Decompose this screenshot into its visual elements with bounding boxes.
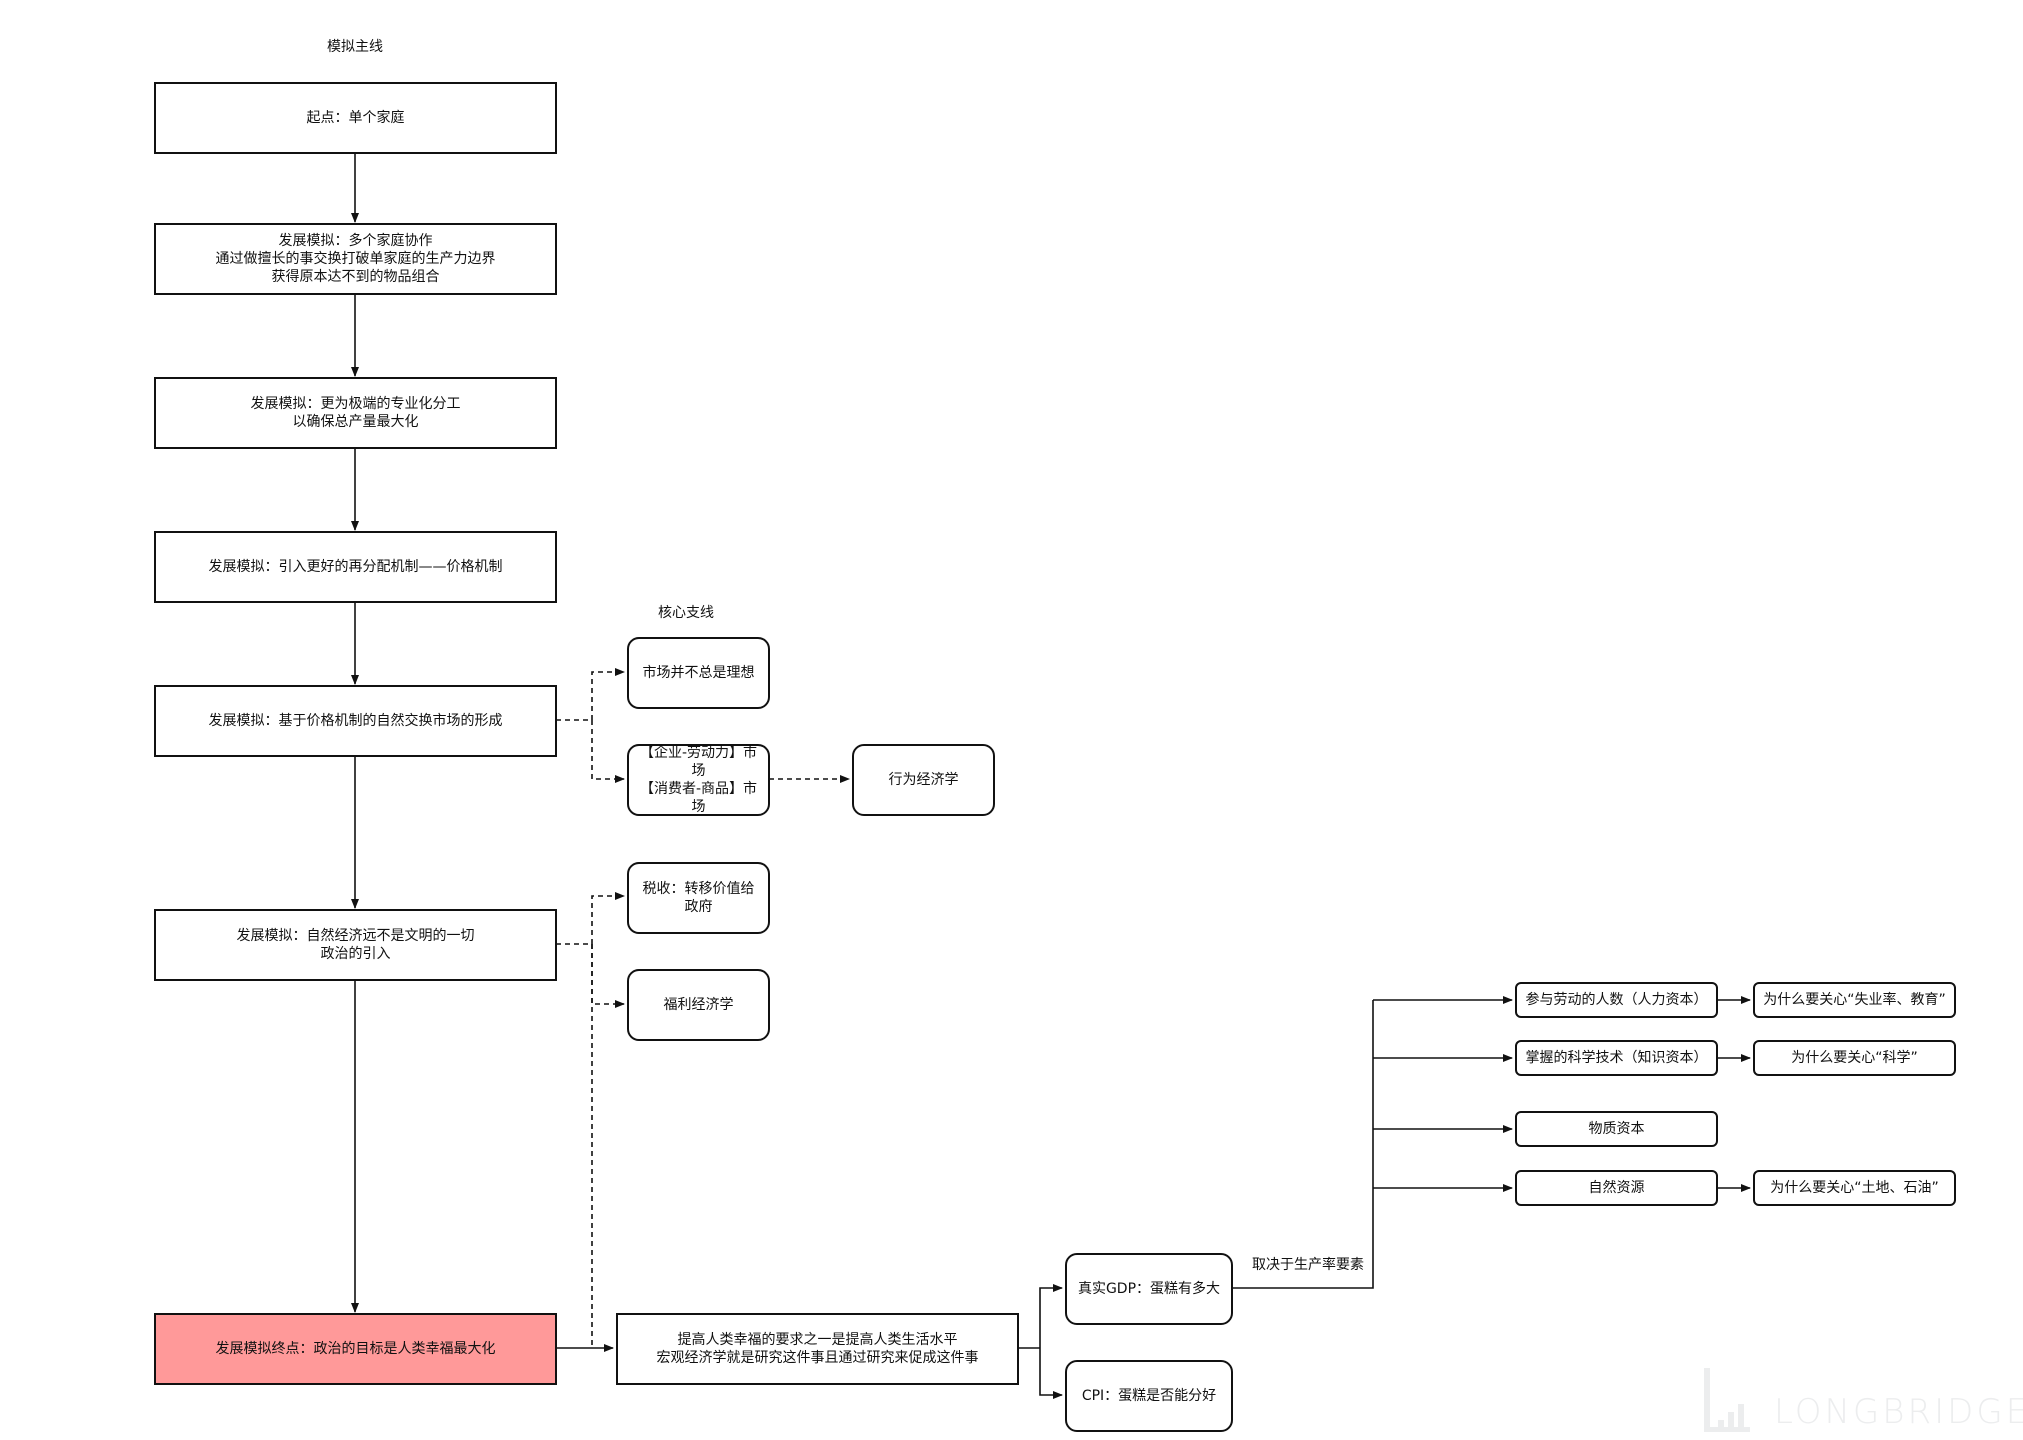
edge-gdp-trunk <box>1232 1000 1374 1289</box>
edge-macro-cpi <box>1039 1348 1063 1399</box>
node-real-gdp: 真实GDP：蛋糕有多大 <box>1065 1253 1233 1325</box>
node-two-markets: 【企业-劳动力】市场 【消费者-商品】市场 <box>627 744 770 816</box>
node-start: 起点：单个家庭 <box>154 82 557 154</box>
watermark-text: LONGBRIDGE <box>1774 1392 2023 1432</box>
node-factor-human-capital: 参与劳动的人数（人力资本） <box>1515 982 1718 1018</box>
node-step5: 发展模拟：自然经济远不是文明的一切 政治的引入 <box>154 909 557 981</box>
label-depends-on-productivity: 取决于生产率要素 <box>1252 1257 1364 1273</box>
main-line-title: 模拟主线 <box>327 39 383 55</box>
node-cpi: CPI：蛋糕是否能分好 <box>1065 1360 1233 1432</box>
node-why-science: 为什么要关心“科学” <box>1753 1040 1956 1076</box>
node-factor-physical-capital: 物质资本 <box>1515 1111 1718 1147</box>
branch-line-title: 核心支线 <box>658 605 714 621</box>
node-tax: 税收：转移价值给政府 <box>627 862 770 934</box>
node-factor-natural-resources: 自然资源 <box>1515 1170 1718 1206</box>
node-step2: 发展模拟：更为极端的专业化分工 以确保总产量最大化 <box>154 377 557 449</box>
edge-step4-two-markets <box>591 720 625 783</box>
longbridge-logo-icon <box>1704 1368 1764 1432</box>
edge-step5-welfare <box>591 944 625 1008</box>
node-factor-knowledge-capital: 掌握的科学技术（知识资本） <box>1515 1040 1718 1076</box>
node-end: 发展模拟终点：政治的目标是人类幸福最大化 <box>154 1313 557 1385</box>
node-step1: 发展模拟：多个家庭协作 通过做擅长的事交换打破单家庭的生产力边界 获得原本达不到… <box>154 223 557 295</box>
node-macroeconomics: 提高人类幸福的要求之一是提高人类生活水平 宏观经济学就是研究这件事且通过研究来促… <box>616 1313 1019 1385</box>
node-why-land-oil: 为什么要关心“土地、石油” <box>1753 1170 1956 1206</box>
node-welfare-economics: 福利经济学 <box>627 969 770 1041</box>
edge-step5-tax <box>591 892 625 944</box>
node-step3: 发展模拟：引入更好的再分配机制——价格机制 <box>154 531 557 603</box>
node-market-not-ideal: 市场并不总是理想 <box>627 637 770 709</box>
edge-step4-market-not-ideal <box>591 668 625 720</box>
node-behavioral-economics: 行为经济学 <box>852 744 995 816</box>
longbridge-watermark: LONGBRIDGE <box>1704 1368 2023 1432</box>
node-step4: 发展模拟：基于价格机制的自然交换市场的形成 <box>154 685 557 757</box>
edge-macro-gdp <box>1039 1284 1063 1348</box>
node-why-unemployment-education: 为什么要关心“失业率、教育” <box>1753 982 1956 1018</box>
